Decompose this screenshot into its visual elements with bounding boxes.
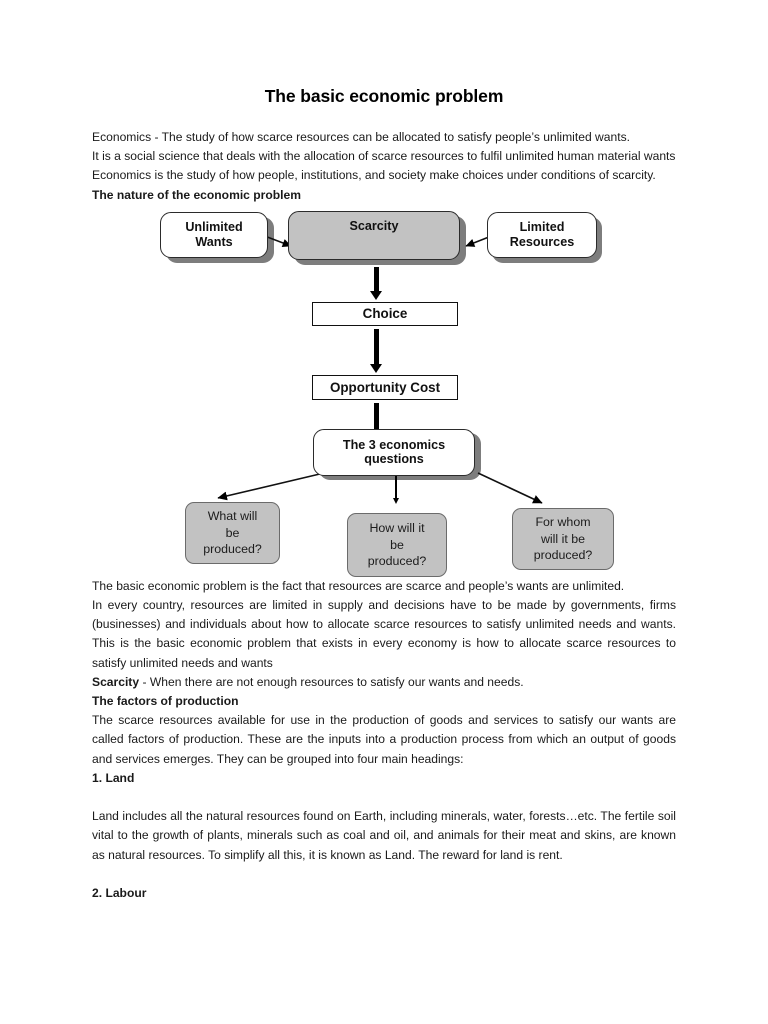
node-question-how: How will it be produced?	[347, 512, 447, 577]
node-choice-label: Choice	[362, 306, 408, 322]
node-unlimited-wants-label: Unlimited Wants	[185, 220, 242, 249]
body-paragraph-2: In every country, resources are limited …	[92, 598, 676, 670]
intro-paragraph-2: It is a social science that deals with t…	[92, 149, 676, 164]
arrow-stem	[373, 402, 379, 429]
node-scarcity: Scarcity	[288, 210, 460, 260]
node-question-what: What will be produced?	[185, 501, 280, 564]
body-paragraph-1: The basic economic problem is the fact t…	[92, 578, 625, 593]
intro-paragraph-1: Economics - The study of how scarce reso…	[92, 130, 630, 144]
intro-paragraph-3: Economics is the study of how people, in…	[92, 168, 656, 183]
land-paragraph: Land includes all the natural resources …	[92, 809, 676, 862]
node-unlimited-wants-line2: Wants	[195, 234, 233, 249]
node-question-for-whom-line3: produced?	[533, 548, 593, 563]
node-question-for-whom: For whom will it be produced?	[512, 507, 614, 570]
spacer	[92, 865, 676, 884]
arrow-stem	[373, 328, 379, 364]
heading-land: 1. Land	[92, 770, 135, 785]
scarcity-definition: Scarcity - When there are not enough res…	[92, 673, 676, 692]
node-limited-resources: Limited Resources	[487, 211, 597, 258]
node-three-questions-label: The 3 economics questions	[343, 438, 445, 467]
node-question-how-line1: How will it	[369, 521, 425, 536]
node-three-economics-questions: The 3 economics questions	[313, 428, 475, 476]
heading-factors-of-production: The factors of production	[92, 694, 239, 709]
node-question-for-whom-line1: For whom	[535, 515, 591, 530]
arrow-scarcity-to-choice	[370, 266, 382, 300]
node-limited-resources-label: Limited Resources	[510, 220, 574, 249]
node-unlimited-wants: Unlimited Wants	[160, 211, 268, 258]
heading-nature-of-economic-problem: The nature of the economic problem	[92, 187, 301, 202]
arrow-stem	[373, 266, 379, 291]
node-question-how-line2: be	[390, 537, 404, 552]
node-opportunity-cost-label: Opportunity Cost	[329, 379, 441, 395]
node-limited-resources-line1: Limited	[519, 220, 565, 235]
node-question-what-label: What will be produced?	[203, 508, 262, 558]
arrow-questions-to-q3	[477, 472, 543, 504]
node-question-what-line3: produced?	[203, 542, 262, 557]
arrow-questions-to-q2	[392, 475, 400, 504]
factors-paragraph: The scarce resources available for use i…	[92, 713, 676, 766]
arrow-head	[370, 363, 382, 373]
node-question-what-line2: be	[225, 525, 240, 540]
node-choice: Choice	[312, 301, 458, 326]
node-question-how-line3: produced?	[367, 554, 427, 569]
node-question-how-label: How will it be produced?	[368, 520, 427, 570]
arrow-stem	[394, 475, 398, 498]
node-question-for-whom-label: For whom will it be produced?	[534, 514, 593, 564]
node-three-questions-line2: questions	[364, 452, 424, 467]
arrow-questions-to-q1	[217, 472, 325, 501]
node-scarcity-label: Scarcity	[349, 218, 399, 233]
page-title: The basic economic problem	[264, 86, 504, 106]
node-opportunity-cost: Opportunity Cost	[312, 374, 458, 400]
document-content: The basic economic problem Economics - T…	[92, 0, 676, 903]
node-limited-resources-line2: Resources	[509, 234, 575, 249]
arrow-head	[393, 497, 399, 504]
arrow-choice-to-opportunity-cost	[370, 328, 382, 373]
economic-problem-flowchart: Unlimited Wants Scarcity Limited Resourc…	[92, 205, 676, 577]
scarcity-definition-term: Scarcity	[92, 674, 140, 689]
arrow-head	[370, 290, 382, 300]
scarcity-definition-rest: - When there are not enough resources to…	[139, 674, 524, 689]
heading-labour: 2. Labour	[92, 886, 147, 901]
node-three-questions-line1: The 3 economics	[342, 437, 446, 452]
node-question-for-whom-line2: will it be	[540, 531, 586, 546]
node-unlimited-wants-line1: Unlimited	[185, 220, 243, 235]
spacer	[92, 788, 676, 807]
node-question-what-line1: What will	[207, 509, 258, 524]
